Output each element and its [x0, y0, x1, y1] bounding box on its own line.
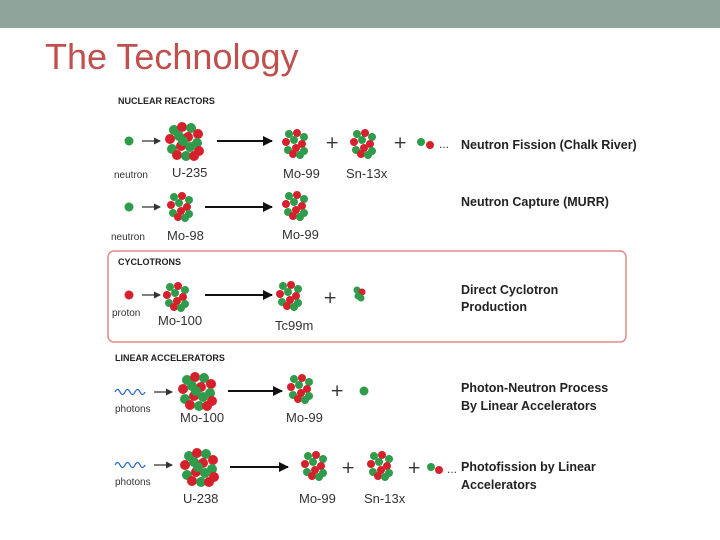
section-linear-accelerators: LINEAR ACCELERATORS: [115, 353, 225, 363]
method-description-line1: Photon-Neutron Process: [461, 381, 608, 395]
alpha-particle-icon: [353, 286, 366, 302]
particle-label: photons: [115, 404, 151, 415]
product-label: Mo-99: [286, 410, 323, 425]
target-label: U-238: [183, 491, 218, 506]
method-description-line2: Production: [461, 300, 527, 314]
mo98-nucleus-icon: [167, 192, 193, 222]
product-label: Mo-99: [282, 227, 319, 242]
product-label: Sn-13x: [346, 166, 388, 181]
photon-wave-icon: [114, 388, 146, 396]
u238-nucleus-icon: [180, 448, 219, 487]
product-label: Tc99m: [275, 318, 313, 333]
row-neutron-fission: + + ... neutron U-235 Mo-99 Sn-13x Neutr…: [114, 122, 637, 181]
tc99m-nucleus-icon: [276, 281, 302, 311]
plus-sign: +: [407, 458, 421, 478]
sn13x-nucleus-icon: [350, 129, 376, 159]
plus-sign: +: [393, 133, 407, 153]
section-cyclotrons: CYCLOTRONS: [118, 257, 181, 267]
target-label: Mo-100: [158, 313, 202, 328]
neutron-particle-icon: [359, 386, 369, 396]
plus-sign: +: [341, 458, 355, 478]
row-photofission: + + ... photons U-238 Mo-99 Sn-13x Photo…: [114, 448, 596, 506]
section-nuclear-reactors: NUCLEAR REACTORS: [118, 96, 215, 106]
product-label: Mo-99: [283, 166, 320, 181]
sn13x-nucleus-icon: [367, 451, 393, 481]
method-description-line1: Direct Cyclotron: [461, 283, 558, 297]
particle-label: neutron: [114, 170, 148, 181]
ellipsis: ...: [447, 462, 457, 476]
mo99-nucleus-icon: [282, 191, 308, 221]
plus-sign: +: [323, 288, 337, 308]
photon-wave-icon: [114, 461, 146, 469]
proton-particle-icon: [124, 290, 134, 300]
top-accent-bar: [0, 0, 720, 28]
target-label: Mo-98: [167, 228, 204, 243]
plus-sign: +: [330, 381, 344, 401]
row-direct-cyclotron: + proton Mo-100 Tc99m Direct Cyclotron P…: [112, 281, 558, 333]
particle-label: photons: [115, 477, 151, 488]
method-description-line2: Accelerators: [461, 478, 537, 492]
method-description: Neutron Fission (Chalk River): [461, 138, 637, 152]
proton-particle-icon: [435, 466, 443, 474]
proton-particle-icon: [426, 141, 434, 149]
mo100-nucleus-icon: [178, 372, 217, 411]
particle-label: proton: [112, 308, 140, 319]
u235-nucleus-icon: [165, 122, 204, 161]
neutron-particle-icon: [417, 138, 425, 146]
method-description-line2: By Linear Accelerators: [461, 399, 597, 413]
mo99-nucleus-icon: [301, 451, 327, 481]
mo99-nucleus-icon: [287, 374, 313, 404]
method-description-line1: Photofission by Linear: [461, 460, 596, 474]
target-label: U-235: [172, 165, 207, 180]
cyclotron-highlight-box: [107, 250, 627, 343]
ellipsis: ...: [439, 137, 449, 151]
plus-sign: +: [325, 133, 339, 153]
neutron-particle-icon: [124, 136, 134, 146]
particle-label: neutron: [111, 232, 145, 243]
row-neutron-capture: neutron Mo-98 Mo-99 Neutron Capture (MUR…: [111, 191, 609, 243]
target-label: Mo-100: [180, 410, 224, 425]
mo99-nucleus-icon: [282, 129, 308, 159]
method-description: Neutron Capture (MURR): [461, 195, 609, 209]
row-photon-neutron: + photons Mo-100 Mo-99 Photon-Neutron Pr…: [114, 372, 608, 425]
mo100-nucleus-icon: [163, 282, 189, 312]
product-label: Sn-13x: [364, 491, 406, 506]
slide-title: The Technology: [45, 36, 299, 77]
product-label: Mo-99: [299, 491, 336, 506]
neutron-particle-icon: [427, 463, 435, 471]
neutron-particle-icon: [124, 202, 134, 212]
